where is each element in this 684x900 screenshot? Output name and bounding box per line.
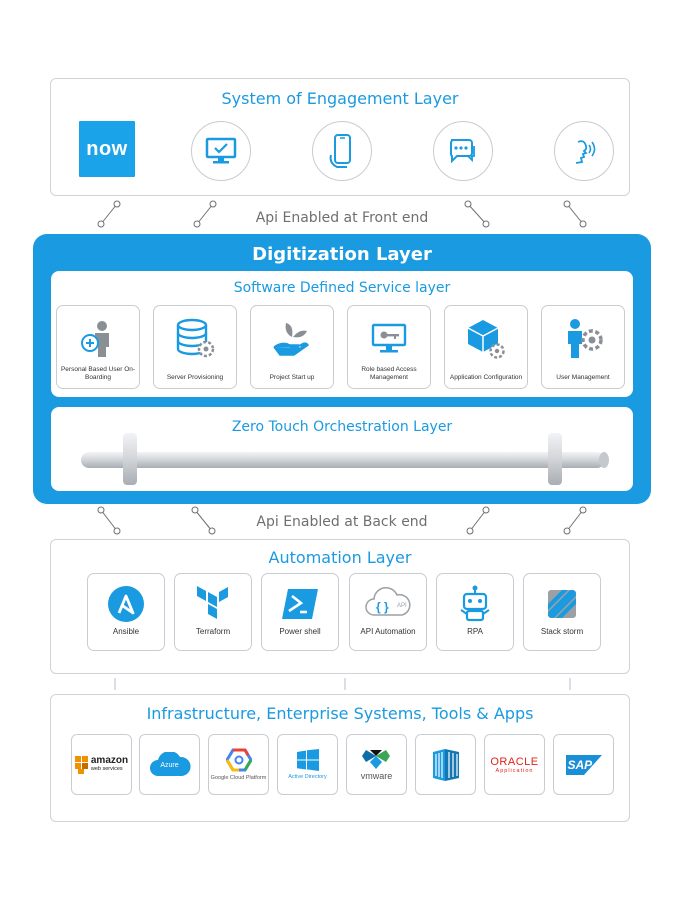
card-server-provisioning: Server Provisioning (153, 305, 237, 389)
azure-logo-text: Azure (160, 762, 179, 769)
svg-text:{ }: { } (376, 600, 389, 614)
sds-title: Software Defined Service layer (233, 280, 451, 296)
vmware-mark-icon (361, 750, 390, 769)
database-gear-icon (154, 316, 236, 362)
digitization-layer: Digitization Layer Software Defined Serv… (33, 234, 651, 504)
card-stackstorm: Stack storm (523, 573, 601, 651)
storage-array-icon (432, 748, 459, 781)
card-label: Application Configuration (449, 373, 523, 381)
automation-layer-title: Automation Layer (268, 548, 412, 567)
engagement-layer-title: System of Engagement Layer (221, 89, 459, 108)
aws-logo-sub: web services (90, 765, 123, 772)
card-label: RPA (467, 627, 483, 636)
card-label: Server Provisioning (166, 373, 224, 381)
sap-logo-mark: SAP (565, 754, 602, 775)
active-directory-logo: Active Directory (277, 734, 338, 795)
user-gear-icon (542, 316, 624, 362)
aws-cubes-icon (74, 755, 88, 774)
google-cloud-platform-logo: Google Cloud Platform (208, 734, 269, 795)
powershell-icon (262, 584, 338, 624)
card-terraform: Terraform (174, 573, 252, 651)
gcp-hexagon-icon (225, 748, 252, 772)
card-user-management: User Management (541, 305, 625, 389)
azure-cloud-icon (149, 751, 190, 776)
api-cloud-icon: { } API (350, 584, 426, 624)
oracle-application-logo: ORACLE Application (484, 734, 545, 795)
stackstorm-icon (524, 584, 600, 624)
card-label: Terraform (195, 627, 231, 636)
card-user-onboarding: Personal Based User On-Boarding (56, 305, 140, 389)
active-directory-text: Active Directory (288, 774, 327, 780)
zero-touch-orchestration-layer: Zero Touch Orchestration Layer (51, 407, 633, 491)
monitor-check-icon (191, 121, 251, 181)
orchestration-pipe-graphic (81, 433, 609, 485)
card-role-access: Role based Access Management (347, 305, 431, 389)
software-defined-service-layer: Software Defined Service layer Personal … (51, 271, 633, 397)
svg-text:API: API (397, 603, 407, 609)
hand-leaf-icon (251, 316, 333, 362)
card-app-config: Application Configuration (444, 305, 528, 389)
sap-logo-text: SAP (567, 757, 593, 772)
voice-icon (554, 121, 614, 181)
aws-logo-mark: amazon web services (74, 754, 129, 774)
back-connectors (97, 506, 587, 535)
card-label: Project Start up (269, 373, 315, 381)
sap-logo: SAP (553, 734, 614, 795)
vmware-logo-text: vmware (360, 771, 393, 781)
api-front-label: Api Enabled at Front end (255, 210, 429, 226)
card-label: User Management (556, 373, 610, 381)
card-label: Stack storm (540, 627, 584, 636)
azure-logo: Azure (139, 734, 200, 795)
robot-icon (437, 584, 513, 624)
gcp-logo-text: Google Cloud Platform (210, 775, 267, 781)
card-powershell: Power shell (261, 573, 339, 651)
card-label: Ansible (112, 627, 140, 636)
zto-title: Zero Touch Orchestration Layer (231, 419, 453, 435)
servicenow-logo-text: now (86, 137, 128, 160)
card-project-startup: Project Start up (250, 305, 334, 389)
front-connectors (97, 200, 587, 228)
api-back-label: Api Enabled at Back end (256, 514, 428, 530)
smartphone-icon (312, 121, 372, 181)
card-api-automation: { } API API Automation (349, 573, 427, 651)
engagement-layer: System of Engagement Layer now (50, 78, 630, 196)
ansible-icon (88, 584, 164, 624)
card-label: Power shell (279, 627, 321, 636)
layer-link-ticks (114, 678, 571, 690)
monitor-key-icon (348, 316, 430, 362)
amazon-web-services-logo: amazon web services (71, 734, 132, 795)
oracle-logo-sub: Application (495, 767, 534, 774)
chat-bubble-icon (433, 121, 493, 181)
aws-logo-name: amazon (90, 754, 129, 766)
servicenow-logo: now (79, 121, 135, 177)
infrastructure-layer-title: Infrastructure, Enterprise Systems, Tool… (146, 704, 534, 723)
terraform-icon (175, 584, 251, 624)
sap-badge-icon (565, 754, 602, 775)
card-label: Personal Based User On-Boarding (60, 366, 136, 381)
card-ansible: Ansible (87, 573, 165, 651)
user-add-icon (57, 316, 139, 362)
card-label: API Automation (360, 627, 416, 636)
storage-array-logo (415, 734, 476, 795)
digitization-layer-title: Digitization Layer (252, 244, 432, 265)
cube-gear-icon (445, 316, 527, 362)
card-label: Role based Access Management (361, 366, 417, 381)
infrastructure-layer: Infrastructure, Enterprise Systems, Tool… (50, 694, 630, 822)
windows-icon (296, 749, 319, 771)
vmware-logo: vmware (346, 734, 407, 795)
oracle-logo-text: ORACLE (490, 755, 539, 768)
automation-layer: Automation Layer Ansible Terraform Power… (50, 539, 630, 674)
card-rpa: RPA (436, 573, 514, 651)
